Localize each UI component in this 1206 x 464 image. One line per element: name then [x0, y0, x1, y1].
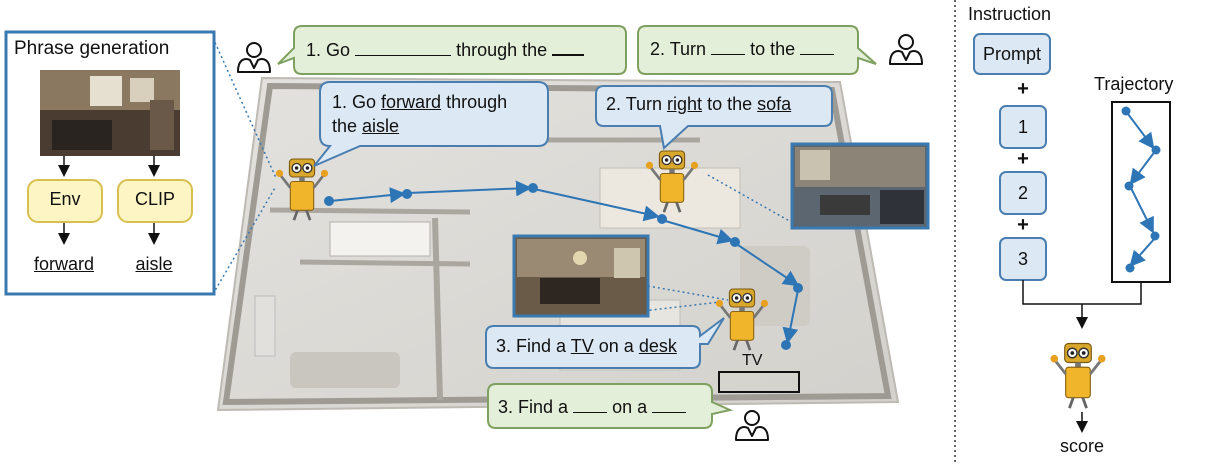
clip-output: aisle — [135, 254, 173, 274]
person-icon-3 — [735, 410, 769, 441]
scene-photo-dining-room — [512, 234, 650, 318]
filled-2-word-right: right — [667, 94, 703, 114]
filled-2-prefix: 2. Turn — [606, 94, 663, 114]
template-3-prefix: 3. Find a — [498, 397, 569, 417]
clip-box — [117, 179, 193, 223]
template-text-2: 2. Turn to the — [650, 38, 835, 60]
step-2-label: 2 — [1017, 183, 1028, 203]
blank-2a — [711, 38, 746, 55]
template-1-prefix: 1. Go — [306, 40, 351, 60]
prompt-label: Prompt — [982, 44, 1042, 64]
filled-2-word-sofa: sofa — [757, 94, 792, 114]
tv-label: TV — [742, 352, 763, 369]
filled-1-word-aisle: aisle — [362, 116, 400, 136]
trajectory-title: Trajectory — [1094, 74, 1174, 94]
template-bubble-3 — [487, 383, 734, 429]
step-1-label: 1 — [1017, 117, 1028, 137]
filled-3-prefix: 3. Find a — [496, 336, 567, 356]
filled-text-1: 1. Go forward through the aisle — [332, 90, 544, 138]
person-icon-1 — [237, 42, 271, 73]
score-label: score — [1059, 436, 1104, 456]
template-2-middle: to the — [750, 39, 796, 59]
blank-2b — [800, 38, 835, 55]
clip-label: CLIP — [134, 189, 176, 209]
step-box-2 — [999, 171, 1047, 215]
filled-1-word-forward: forward — [381, 92, 442, 112]
template-3-middle: on a — [612, 397, 648, 417]
scene-photo-kitchen — [40, 70, 180, 156]
filled-bubble-1 — [313, 81, 549, 167]
filled-3-word-tv: TV — [570, 336, 594, 356]
step-3-label: 3 — [1017, 249, 1028, 269]
blank-3b — [652, 396, 687, 413]
filled-text-3: 3. Find a TV on a desk — [496, 336, 677, 357]
template-2-prefix: 2. Turn — [650, 39, 707, 59]
template-bubble-1 — [277, 25, 627, 75]
plus-2: + — [1017, 148, 1029, 170]
filled-3-word-desk: desk — [638, 336, 677, 356]
filled-bubble-2 — [595, 85, 833, 150]
plus-3: + — [1017, 214, 1029, 236]
person-icon-2 — [889, 34, 923, 65]
env-box — [27, 179, 103, 223]
filled-1-prefix: 1. Go — [332, 92, 377, 112]
template-text-1: 1. Go through the — [306, 38, 585, 61]
phrase-generation-title: Phrase generation — [14, 38, 170, 59]
trajectory-waypoints — [324, 183, 803, 350]
env-output: forward — [33, 254, 95, 274]
filled-bubble-3 — [485, 317, 725, 369]
prompt-box — [973, 33, 1051, 75]
template-bubble-2 — [637, 25, 877, 75]
step-box-1 — [999, 105, 1047, 149]
template-1-middle: through the — [456, 40, 548, 60]
robot-trajectory — [329, 180, 800, 344]
plus-1: + — [1017, 78, 1029, 100]
filled-1-line2-prefix: the — [332, 116, 358, 136]
merge-connector — [1022, 280, 1142, 433]
filled-text-2: 2. Turn right to the sofa — [606, 94, 791, 115]
robot-icon-score — [1049, 342, 1107, 410]
blank-3a — [573, 396, 608, 413]
scene-photo-living-room — [790, 142, 930, 230]
trajectory-dots — [1121, 106, 1161, 273]
phrase-arrows — [58, 156, 160, 245]
template-text-3: 3. Find a on a — [498, 396, 687, 418]
blank-1b — [552, 38, 585, 56]
instruction-title: Instruction — [968, 4, 1052, 24]
filled-3-middle: on a — [598, 336, 634, 356]
filled-1-middle: through — [446, 92, 508, 112]
blank-1a — [355, 39, 452, 56]
trajectory-zigzag — [1127, 113, 1157, 267]
tv-box — [718, 371, 800, 393]
filled-2-middle: to the — [707, 94, 753, 114]
env-label: Env — [49, 189, 81, 209]
